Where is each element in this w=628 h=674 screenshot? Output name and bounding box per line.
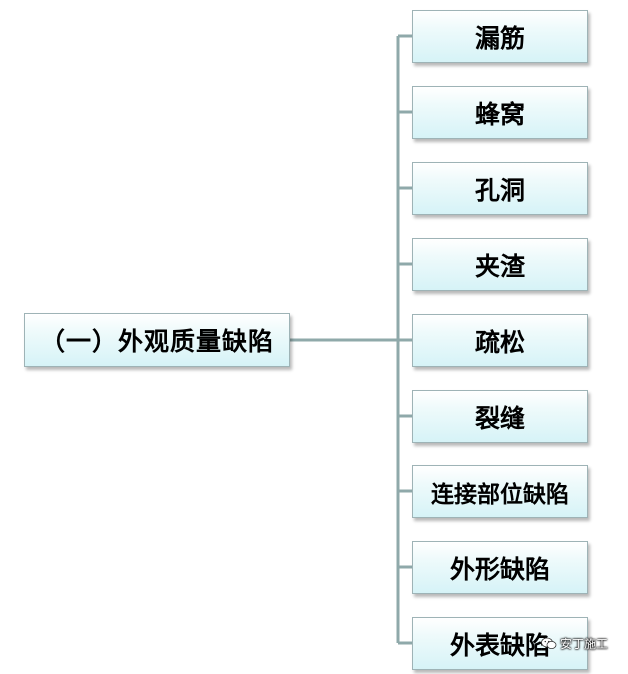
child-node-6: 裂缝: [412, 390, 588, 443]
child-node-4: 夹渣: [412, 238, 588, 291]
child-node-label: 蜂窝: [474, 99, 525, 129]
child-node-8: 外形缺陷: [412, 541, 588, 594]
child-node-1: 漏筋: [412, 10, 588, 63]
child-node-3: 孔洞: [412, 162, 588, 215]
watermark: 安丁施工: [541, 635, 608, 652]
child-node-label: 夹渣: [474, 251, 525, 281]
root-node-label: （一）外观质量缺陷: [39, 327, 274, 356]
root-node: （一）外观质量缺陷: [24, 313, 290, 367]
child-node-label: 外表缺陷: [449, 630, 550, 660]
wechat-icon: [541, 637, 557, 650]
child-node-label: 孔洞: [474, 175, 525, 205]
child-node-label: 漏筋: [474, 23, 525, 53]
child-node-label: 裂缝: [474, 403, 525, 433]
child-node-label: 连接部位缺陷: [431, 481, 569, 508]
child-node-2: 蜂窝: [412, 86, 588, 139]
child-node-label: 疏松: [474, 327, 525, 357]
child-node-label: 外形缺陷: [449, 554, 550, 584]
child-node-9: 外表缺陷: [412, 617, 588, 670]
child-node-7: 连接部位缺陷: [412, 465, 588, 518]
watermark-text: 安丁施工: [559, 637, 608, 651]
child-node-5: 疏松: [412, 314, 588, 367]
